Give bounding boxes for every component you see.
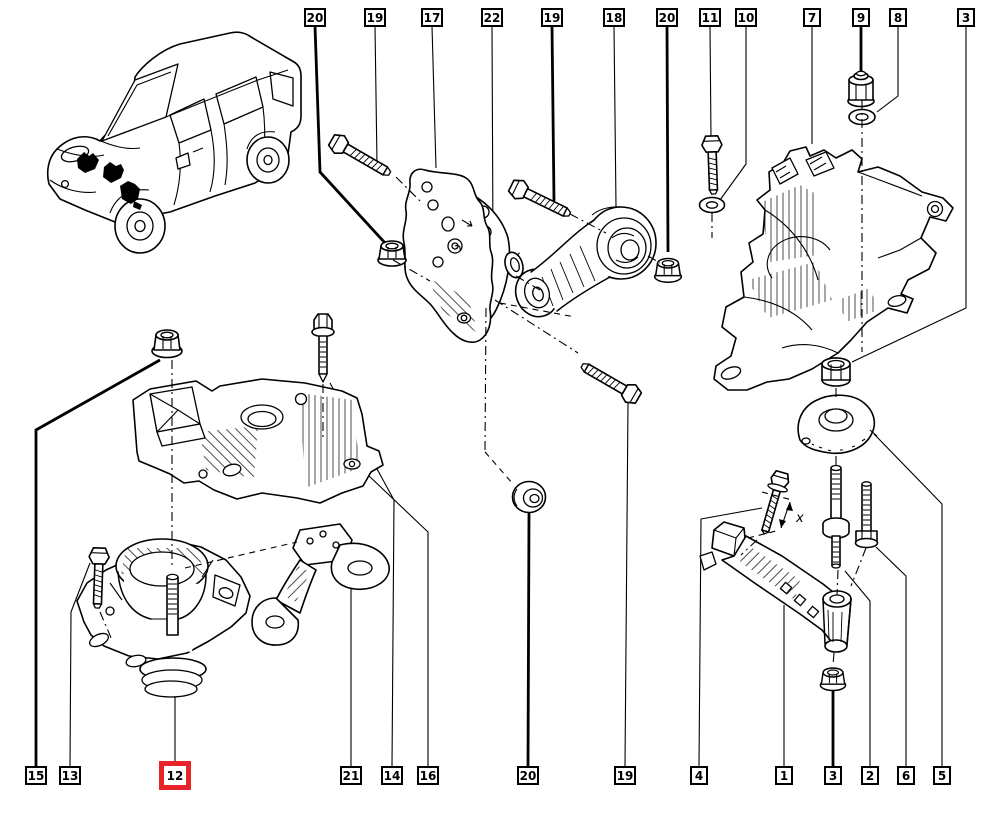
callout-11-top[interactable]: 11	[699, 8, 721, 27]
part-nut-15	[151, 329, 183, 359]
callout-6-bottom[interactable]: 6	[897, 766, 915, 785]
part-bracket-7	[713, 146, 954, 391]
callout-3-bottom[interactable]: 3	[824, 766, 842, 785]
part-engine-mount-12	[76, 538, 251, 698]
windshield	[101, 63, 179, 142]
part-bracket-1	[699, 521, 852, 653]
rear-wheel	[246, 131, 290, 184]
part-washer-10	[698, 196, 726, 214]
part-strap-bracket-21	[251, 523, 390, 646]
dimension-label: x	[795, 511, 804, 526]
mount-location-markers	[77, 152, 142, 210]
part-torque-link-18	[514, 206, 657, 318]
part-bolt-6	[854, 481, 879, 549]
mirror	[175, 152, 191, 170]
part-mount-bracket-16	[132, 378, 384, 504]
callout-4-bottom[interactable]: 4	[690, 766, 708, 785]
part-bolt-19-c	[580, 363, 643, 404]
callout-13-bottom[interactable]: 13	[59, 766, 81, 785]
assembly-axis-lines	[99, 100, 867, 666]
part-screw-14	[311, 313, 335, 383]
part-bushing-20-c	[511, 480, 547, 514]
part-nut-20-a	[377, 240, 407, 267]
callout-16-bottom[interactable]: 16	[417, 766, 439, 785]
part-nut-3-b	[819, 667, 847, 692]
part-nut-3-a	[821, 357, 851, 387]
part-bolt-11	[701, 134, 723, 195]
part-bolt-13	[88, 546, 110, 609]
callout-5-bottom[interactable]: 5	[933, 766, 951, 785]
callout-19-bottom[interactable]: 19	[614, 766, 636, 785]
callout-18-top[interactable]: 18	[603, 8, 625, 27]
part-bolt-4	[761, 469, 790, 535]
callout-20-top-1[interactable]: 20	[304, 8, 326, 27]
leader-lines	[34, 25, 967, 767]
callout-12-bottom-highlighted[interactable]: 12	[159, 761, 191, 790]
vehicle-van-illustration	[46, 31, 302, 254]
part-stud-2	[822, 464, 850, 569]
callout-8-top[interactable]: 8	[889, 8, 907, 27]
callout-2-bottom[interactable]: 2	[861, 766, 879, 785]
part-washer-22	[504, 251, 524, 279]
part-nut-20-b	[653, 257, 683, 284]
part-bolt-19-a	[327, 134, 392, 176]
dimension-annotation-x: x	[747, 491, 804, 539]
callout-21-bottom[interactable]: 21	[340, 766, 362, 785]
callout-10-top[interactable]: 10	[735, 8, 757, 27]
callout-1-bottom[interactable]: 1	[775, 766, 793, 785]
callout-19-top-2[interactable]: 19	[541, 8, 563, 27]
callout-7-top[interactable]: 7	[803, 8, 821, 27]
callout-19-top-1[interactable]: 19	[364, 8, 386, 27]
callout-15-bottom[interactable]: 15	[25, 766, 47, 785]
part-bracket-17	[402, 168, 511, 343]
callout-14-bottom[interactable]: 14	[381, 766, 403, 785]
callout-22-top[interactable]: 22	[481, 8, 503, 27]
part-nut-9	[847, 70, 875, 108]
callout-17-top[interactable]: 17	[421, 8, 443, 27]
callout-9-top[interactable]: 9	[852, 8, 870, 27]
part-bolt-19-b	[507, 179, 572, 217]
callout-20-top-2[interactable]: 20	[656, 8, 678, 27]
callout-20-bottom[interactable]: 20	[517, 766, 539, 785]
front-wheel	[109, 189, 166, 254]
part-mount-plate-5	[797, 394, 878, 455]
callout-3-top[interactable]: 3	[957, 8, 975, 27]
